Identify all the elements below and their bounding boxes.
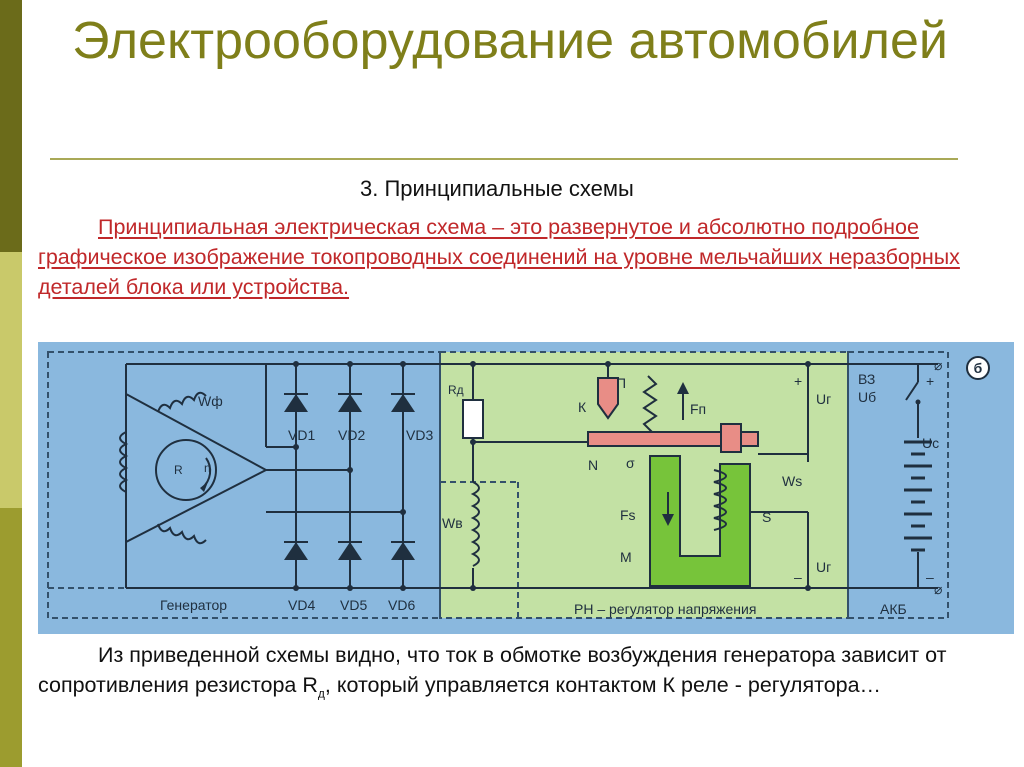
label-plus-left: +	[794, 373, 802, 389]
sidebar-band-light	[0, 252, 22, 508]
label-minus-left: –	[794, 569, 802, 585]
diode-vd6	[391, 542, 415, 560]
label-ws: Ws	[782, 473, 802, 489]
label-vd2: VD2	[338, 427, 365, 443]
regulator-block-outline	[439, 351, 849, 619]
caption-before: Из приведенной схемы видно, что ток в об…	[38, 643, 947, 697]
label-uc: Uс	[922, 435, 939, 451]
sidebar-decoration	[0, 0, 22, 767]
sidebar-band-dark	[0, 0, 22, 252]
diode-bridge	[284, 393, 415, 560]
battery-cells	[904, 440, 932, 552]
label-sigma: σ	[626, 455, 635, 471]
sidebar-band-mid	[0, 508, 22, 767]
caption-subscript: д	[317, 686, 325, 701]
label-rotor: R	[174, 463, 183, 477]
battery-block-outline	[847, 351, 949, 619]
label-plus-right: +	[926, 373, 934, 389]
label-s: S	[762, 509, 771, 525]
label-fs: Fs	[620, 507, 636, 523]
field-winding-wv	[470, 481, 480, 567]
diode-vd1	[284, 394, 308, 412]
label-m: M	[620, 549, 632, 565]
ground-top-symbol: ⌀	[934, 357, 942, 373]
title-divider	[50, 158, 958, 160]
circuit-diagram: б Wф R n VD1 VD2 VD3 VD4 VD5 VD6 Rд Wв К…	[38, 342, 1014, 634]
label-ur-top: Uг	[816, 391, 831, 407]
label-vz: ВЗ	[858, 371, 875, 387]
caption-after: , который управляется контактом К реле -…	[324, 673, 882, 697]
resistor-rd	[462, 399, 484, 439]
label-n-contact: N	[588, 457, 598, 473]
definition-text: Принципиальная электрическая схема – это…	[38, 215, 960, 299]
diode-vd5	[338, 542, 362, 560]
coil-ws	[713, 469, 727, 531]
label-wv: Wв	[442, 515, 463, 531]
label-n: n	[204, 461, 211, 475]
label-wf: Wф	[198, 393, 223, 409]
armature-tip	[720, 423, 742, 453]
label-rd: Rд	[448, 383, 464, 397]
slide-title: Электрооборудование автомобилей	[72, 12, 948, 70]
force-fp-arrow-head	[677, 382, 689, 394]
relay-armature	[587, 431, 759, 447]
force-fs-arrow-head	[662, 514, 674, 526]
contact-k	[597, 377, 619, 420]
spring	[642, 375, 658, 433]
label-generator: Генератор	[160, 597, 227, 613]
label-ub: Uб	[858, 389, 876, 405]
label-vd1: VD1	[288, 427, 315, 443]
label-vd5: VD5	[340, 597, 367, 613]
regulator-area	[440, 352, 848, 618]
label-fp: Fп	[690, 401, 706, 417]
diode-vd4	[284, 542, 308, 560]
diode-vd2	[338, 394, 362, 412]
junction-dots	[293, 361, 811, 591]
label-ur-bottom: Uг	[816, 559, 831, 575]
rotor-arrow-head	[200, 482, 208, 492]
rotor-circle	[155, 439, 217, 501]
label-regulator: РН – регулятор напряжения	[574, 601, 756, 617]
label-minus-right: –	[926, 569, 934, 585]
ground-bottom-symbol: ⌀	[934, 581, 942, 597]
label-akb: АКБ	[880, 601, 907, 617]
section-subtitle: 3. Принципиальные схемы	[360, 176, 634, 201]
label-vd4: VD4	[288, 597, 315, 613]
panel-label: б	[974, 360, 983, 376]
label-vd6: VD6	[388, 597, 415, 613]
diode-vd3	[391, 394, 415, 412]
panel-label-badge	[966, 356, 990, 380]
label-k: К	[578, 399, 587, 415]
stator-windings	[119, 391, 207, 545]
ignition-switch	[905, 381, 919, 401]
label-vd3: VD3	[406, 427, 433, 443]
label-p: П	[616, 375, 626, 391]
caption-text: Из приведенной схемы видно, что ток в об…	[38, 640, 968, 708]
